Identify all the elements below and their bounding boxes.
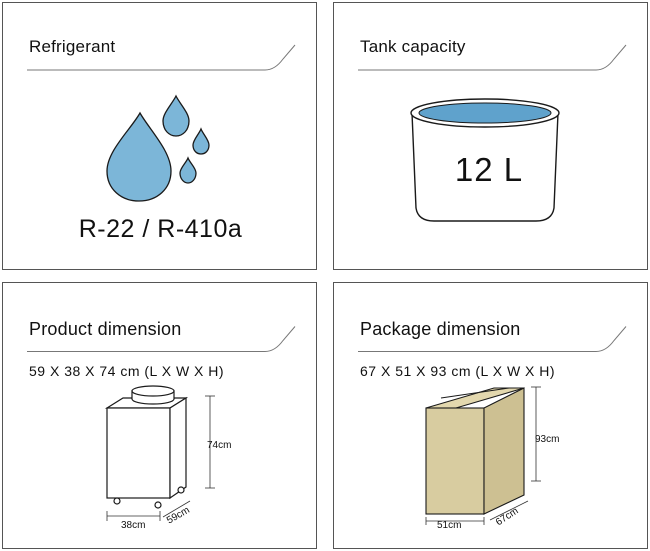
package-dimension-values: 67 X 51 X 93 cm (L X W X H) — [360, 363, 556, 379]
tank-capacity-title: Tank capacity — [360, 37, 466, 56]
product-dimension-values: 59 X 38 X 74 cm (L X W X H) — [29, 363, 225, 379]
package-dimension-title: Package dimension — [360, 319, 521, 339]
tank-capacity-value: 12 L — [454, 151, 524, 188]
tank-icon — [410, 98, 560, 222]
water-drops-icon — [106, 94, 210, 202]
refrigerant-value: R-22 / R-410a — [78, 215, 243, 243]
product-width-label: 38cm — [121, 520, 146, 531]
refrigerant-title: Refrigerant — [29, 37, 116, 56]
carton-box-icon — [425, 386, 541, 525]
package-width-label: 51cm — [437, 520, 462, 531]
refrigerant-panel: Refrigerant R-22 / R-410a — [2, 2, 317, 270]
product-dimension-panel: Product dimension 59 X 38 X 74 cm (L X W… — [2, 282, 317, 549]
product-height-label: 74cm — [207, 440, 232, 451]
tank-capacity-panel: Tank capacity 12 L — [333, 2, 648, 270]
dehumidifier-unit-icon — [104, 385, 215, 521]
package-height-label: 93cm — [535, 434, 560, 445]
package-dimension-panel: Package dimension 67 X 51 X 93 cm (L X W… — [333, 282, 648, 549]
product-dimension-title: Product dimension — [29, 319, 182, 339]
